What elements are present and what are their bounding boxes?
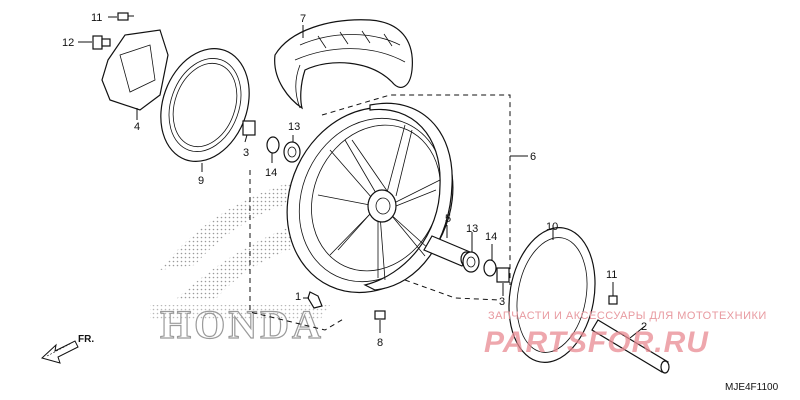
front-direction-label: FR. [78, 334, 94, 345]
callout-7: 7 [300, 13, 306, 25]
callout-6: 6 [530, 151, 536, 163]
bearing-right [462, 251, 480, 273]
callout-4: 4 [134, 121, 140, 133]
diagram-code: MJE4F1100 [725, 382, 779, 393]
callout-5: 5 [445, 213, 451, 225]
callout-8: 8 [377, 337, 383, 349]
callout-1: 1 [295, 291, 301, 303]
dust-seal-right [483, 259, 497, 277]
callout-2: 2 [641, 321, 647, 333]
assembly-lines [249, 94, 511, 331]
wheel [286, 102, 454, 294]
collar-left [242, 120, 256, 136]
callout-9: 9 [198, 175, 204, 187]
wheel-spokes [317, 124, 441, 281]
bolt-11-top [117, 12, 134, 21]
callout-13-right: 13 [466, 223, 478, 235]
leader-lines [78, 16, 646, 339]
callout-10: 10 [546, 221, 558, 233]
axle [591, 319, 670, 374]
collar-right [496, 267, 510, 283]
callout-11-right: 11 [606, 269, 617, 281]
tire [274, 19, 413, 110]
callout-labels: 1 2 3 3 4 5 6 7 8 9 10 11 11 12 13 13 14… [62, 12, 647, 349]
disc-carrier [101, 29, 169, 111]
honda-lettering: HONDA [160, 302, 324, 347]
site-watermark: ЗАПЧАСТИ И АКСЕССУАРЫ ДЛЯ МОТОТЕХНИКИ PA… [484, 310, 767, 359]
watermark-brand: PARTSFOR.RU [484, 326, 709, 359]
bolt-12 [92, 35, 111, 50]
watermark-tagline: ЗАПЧАСТИ И АКСЕССУАРЫ ДЛЯ МОТОТЕХНИКИ [488, 310, 767, 322]
bearing-left [283, 141, 301, 163]
callout-14-left: 14 [265, 167, 277, 179]
valve-stem [307, 291, 323, 309]
balance-weight [374, 310, 386, 320]
bolt-11-right [608, 295, 618, 305]
dust-seal-left [266, 136, 280, 154]
callout-14-right: 14 [485, 231, 497, 243]
callout-12: 12 [62, 37, 74, 49]
brake-disc-left [160, 48, 250, 162]
callout-3-right: 3 [499, 296, 505, 308]
brake-disc-right [508, 227, 596, 363]
callout-3-left: 3 [243, 147, 249, 159]
callout-11-top: 11 [91, 12, 102, 24]
front-direction-arrow: FR. [41, 334, 94, 364]
callout-13-left: 13 [288, 121, 300, 133]
honda-wing-logo: HONDA [150, 175, 340, 348]
